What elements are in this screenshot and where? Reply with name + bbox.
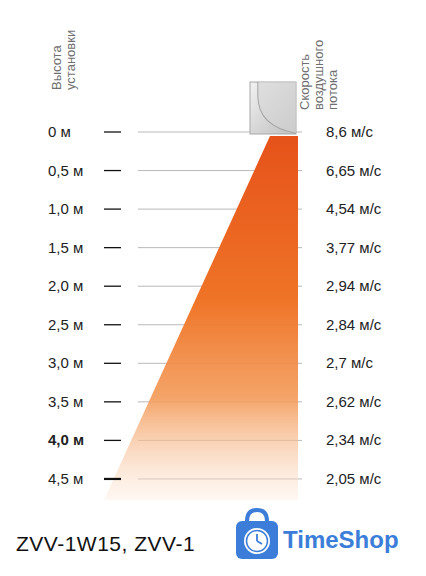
airflow-cone — [104, 136, 298, 500]
height-label: 2,5 м — [48, 316, 83, 334]
shop-logo — [236, 510, 278, 559]
speed-label: 2,7 м/с — [326, 354, 373, 372]
tick-mark — [104, 131, 121, 132]
speed-label: 2,34 м/с — [326, 431, 381, 449]
speed-label: 2,62 м/с — [326, 393, 381, 411]
curtain-device — [250, 82, 296, 134]
height-label: 1,5 м — [48, 239, 83, 257]
watermark: TimeShop — [283, 526, 399, 554]
tick-mark — [104, 247, 121, 248]
speed-label: 4,54 м/с — [326, 200, 381, 218]
speed-label: 2,84 м/с — [326, 316, 381, 334]
speed-label: 8,6 м/с — [326, 123, 373, 141]
tick-mark — [104, 440, 121, 441]
tick-mark — [104, 286, 121, 287]
tick-mark — [104, 208, 121, 209]
height-label: 3,5 м — [48, 393, 83, 411]
axis-title: Скорость воздушного потока — [298, 14, 340, 110]
height-label: 4,0 м — [48, 431, 84, 449]
tick-mark — [104, 363, 121, 364]
height-label: 0 м — [48, 123, 71, 141]
speed-label: 3,77 м/с — [326, 239, 381, 257]
height-label: 0,5 м — [48, 162, 83, 180]
speed-label: 2,94 м/с — [326, 277, 381, 295]
axis-title: Высота установки — [50, 16, 78, 90]
model-name: ZVV-1W15, ZVV-1 — [16, 532, 195, 556]
height-label: 1,0 м — [48, 200, 83, 218]
speed-label: 2,05 м/с — [326, 470, 381, 488]
tick-mark — [104, 170, 121, 171]
tick-mark — [104, 324, 121, 325]
tick-mark — [104, 478, 121, 480]
height-label: 2,0 м — [48, 277, 83, 295]
tick-marks — [104, 132, 121, 479]
tick-mark — [104, 401, 121, 402]
height-label: 3,0 м — [48, 354, 83, 372]
speed-label: 6,65 м/с — [326, 162, 381, 180]
height-label: 4,5 м — [48, 470, 83, 488]
